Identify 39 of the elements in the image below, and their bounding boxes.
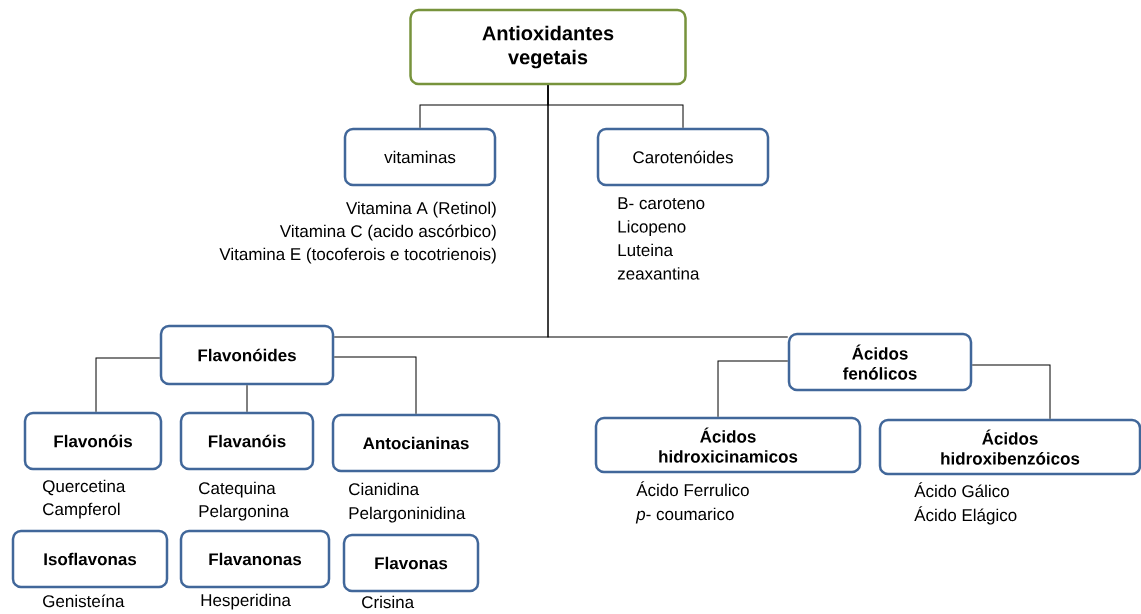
- category-box: Carotenóides: [596, 127, 770, 187]
- compound-name: Cianidina: [349, 482, 420, 496]
- compound-name: Crisina: [362, 595, 415, 609]
- compound-name: zeaxantina: [617, 267, 700, 280]
- compound-name: Campferol: [43, 502, 120, 519]
- connector-line: [246, 384, 248, 413]
- compound-name: Quercetina: [43, 479, 126, 496]
- compound-name: p- coumarico: [635, 507, 734, 524]
- compound-name: B- caroteno: [618, 197, 705, 210]
- compound-name: Vitamina E (tocoferois e tocotrienois): [219, 247, 496, 264]
- category-box: vitaminas: [343, 127, 497, 187]
- category-box: Flavanóis: [179, 411, 315, 471]
- compound-name: Ácido Gálico: [914, 482, 1009, 498]
- category-box: Flavonóis: [23, 411, 163, 471]
- category-box: Isoflavonas: [11, 529, 169, 589]
- connector-line: [95, 357, 161, 413]
- compound-name: Pelargoninidina: [349, 506, 466, 523]
- connector-line: [333, 356, 417, 415]
- connector-line: [547, 84, 789, 338]
- connector-line: [717, 360, 789, 418]
- compound-name: Pelargonina: [199, 504, 289, 521]
- connector-line: [971, 364, 1051, 420]
- category-box: Antocianinas: [331, 413, 501, 473]
- category-box: Ácidos hidroxicinamicos: [594, 416, 862, 474]
- compound-name: Ácido Ferrulico: [636, 481, 749, 497]
- compound-name: Catequina: [199, 481, 276, 498]
- category-box: Ácidos fenólicos: [787, 332, 973, 392]
- category-box: Flavanonas: [179, 529, 331, 589]
- title-box: Antioxidantes vegetais: [409, 8, 687, 86]
- category-box: Flavonóides: [159, 324, 335, 386]
- compound-name: Licopeno: [618, 220, 686, 237]
- compound-name: Vitamina C (acido ascórbico): [279, 224, 496, 241]
- category-box: Ácidos hidroxibenzóicos: [878, 418, 1141, 476]
- category-box: Flavonas: [342, 533, 480, 593]
- compound-name: Ácido Elágico: [914, 506, 1017, 525]
- compound-name: Vitamina A (Retinol): [346, 201, 496, 218]
- compound-name: Luteina: [618, 243, 673, 257]
- compound-name: Genisteína: [43, 594, 125, 608]
- compound-name: Hesperidina: [201, 593, 291, 610]
